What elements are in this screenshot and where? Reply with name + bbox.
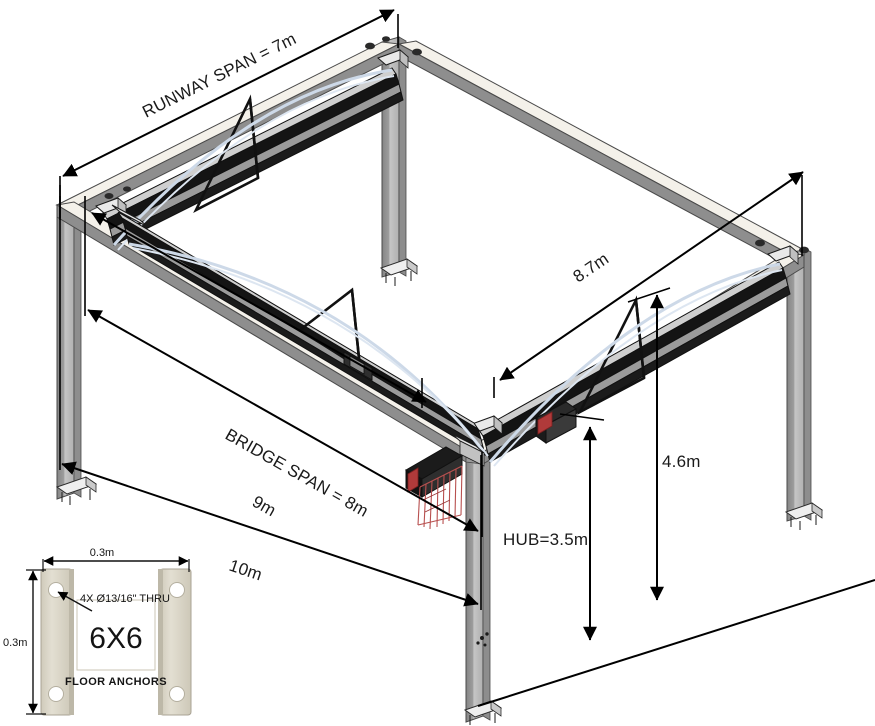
- dim-bridge-span: [91, 212, 427, 408]
- runway-beam-right: [397, 40, 806, 266]
- inset-hole-note: 4X Ø13/16" THRU: [80, 593, 170, 605]
- inset-width-label: 0.3m: [90, 547, 114, 559]
- inset-caption: FLOOR ANCHORS: [65, 676, 167, 688]
- inset-center-label: 6X6: [89, 622, 142, 655]
- label-bridge-span: BRIDGE SPAN = 8m: [222, 425, 372, 521]
- label-4-6m: 4.6m: [662, 452, 701, 471]
- anchor-plate-left-edge: [69, 569, 74, 715]
- label-9m: 9m: [249, 492, 279, 520]
- inset-height-label: 0.3m: [3, 637, 27, 649]
- label-8-7m: 8.7m: [570, 249, 613, 286]
- floor-anchor-detail-inset: 0.3m 0.3m 4X Ø13/16" THRU 6X6 FLOOR ANCH…: [3, 547, 192, 716]
- label-10m: 10m: [227, 556, 265, 585]
- anchor-plate-right-edge: [158, 569, 163, 715]
- anchor-hole-bottom-left: [48, 686, 64, 702]
- dimension-lines: [59, 9, 875, 707]
- anchor-center-box: [76, 599, 156, 671]
- ground-reference-line: [477, 579, 875, 707]
- column-front-left: [463, 443, 503, 725]
- label-hub: HUB=3.5m: [503, 530, 588, 549]
- dim-overall-height: [627, 287, 671, 601]
- anchor-hole-leader: [57, 591, 93, 612]
- crane-runway-rail-right: [471, 239, 809, 467]
- column-front-right: [784, 247, 824, 530]
- dim-hub: [559, 413, 605, 641]
- column-rear-left: [55, 198, 98, 505]
- dim-10m: [59, 196, 482, 610]
- inset-dim-height: [26, 569, 46, 715]
- anchor-hole-top-right: [169, 582, 185, 598]
- anchor-hole-bottom-right: [169, 686, 185, 702]
- anchor-hole-top-left: [48, 582, 64, 598]
